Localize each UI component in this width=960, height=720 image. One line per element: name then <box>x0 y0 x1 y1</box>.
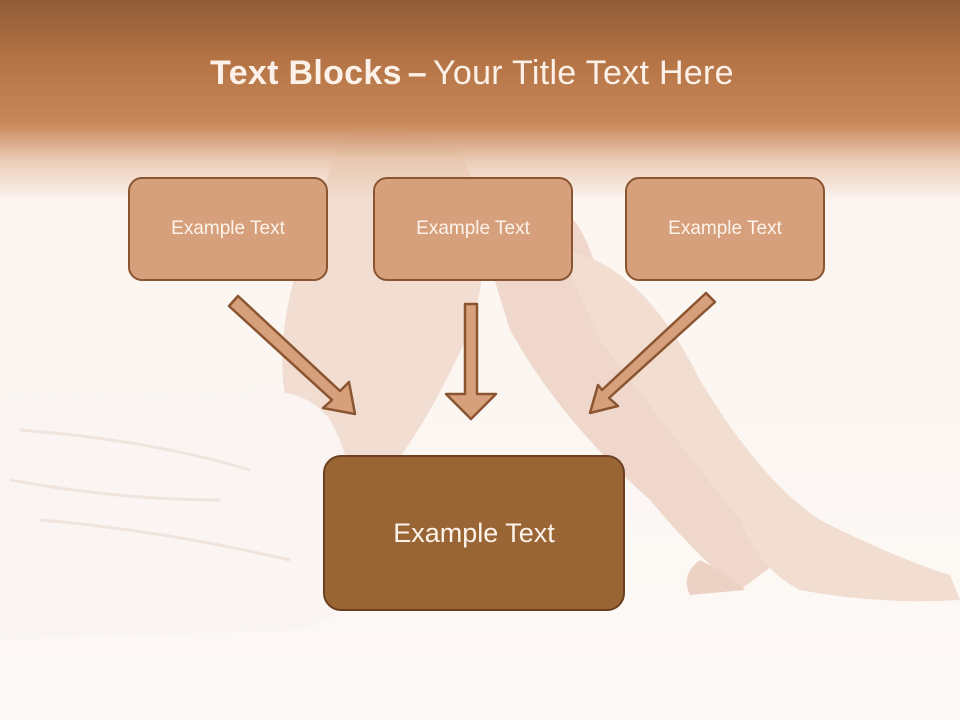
title-dash: – <box>407 54 428 92</box>
text-block-2: Example Text <box>373 177 573 281</box>
title-band <box>0 0 960 200</box>
title-rest: Your Title Text Here <box>433 54 734 92</box>
text-block-1: Example Text <box>128 177 328 281</box>
title-bold: Text Blocks <box>210 54 402 92</box>
arrow-right <box>588 291 717 415</box>
slide-title: Text Blocks–Your Title Text Here <box>0 54 944 93</box>
text-block-main: Example Text <box>323 455 625 611</box>
arrow-left <box>227 294 357 416</box>
arrow-middle <box>444 302 498 421</box>
text-block-3: Example Text <box>625 177 825 281</box>
